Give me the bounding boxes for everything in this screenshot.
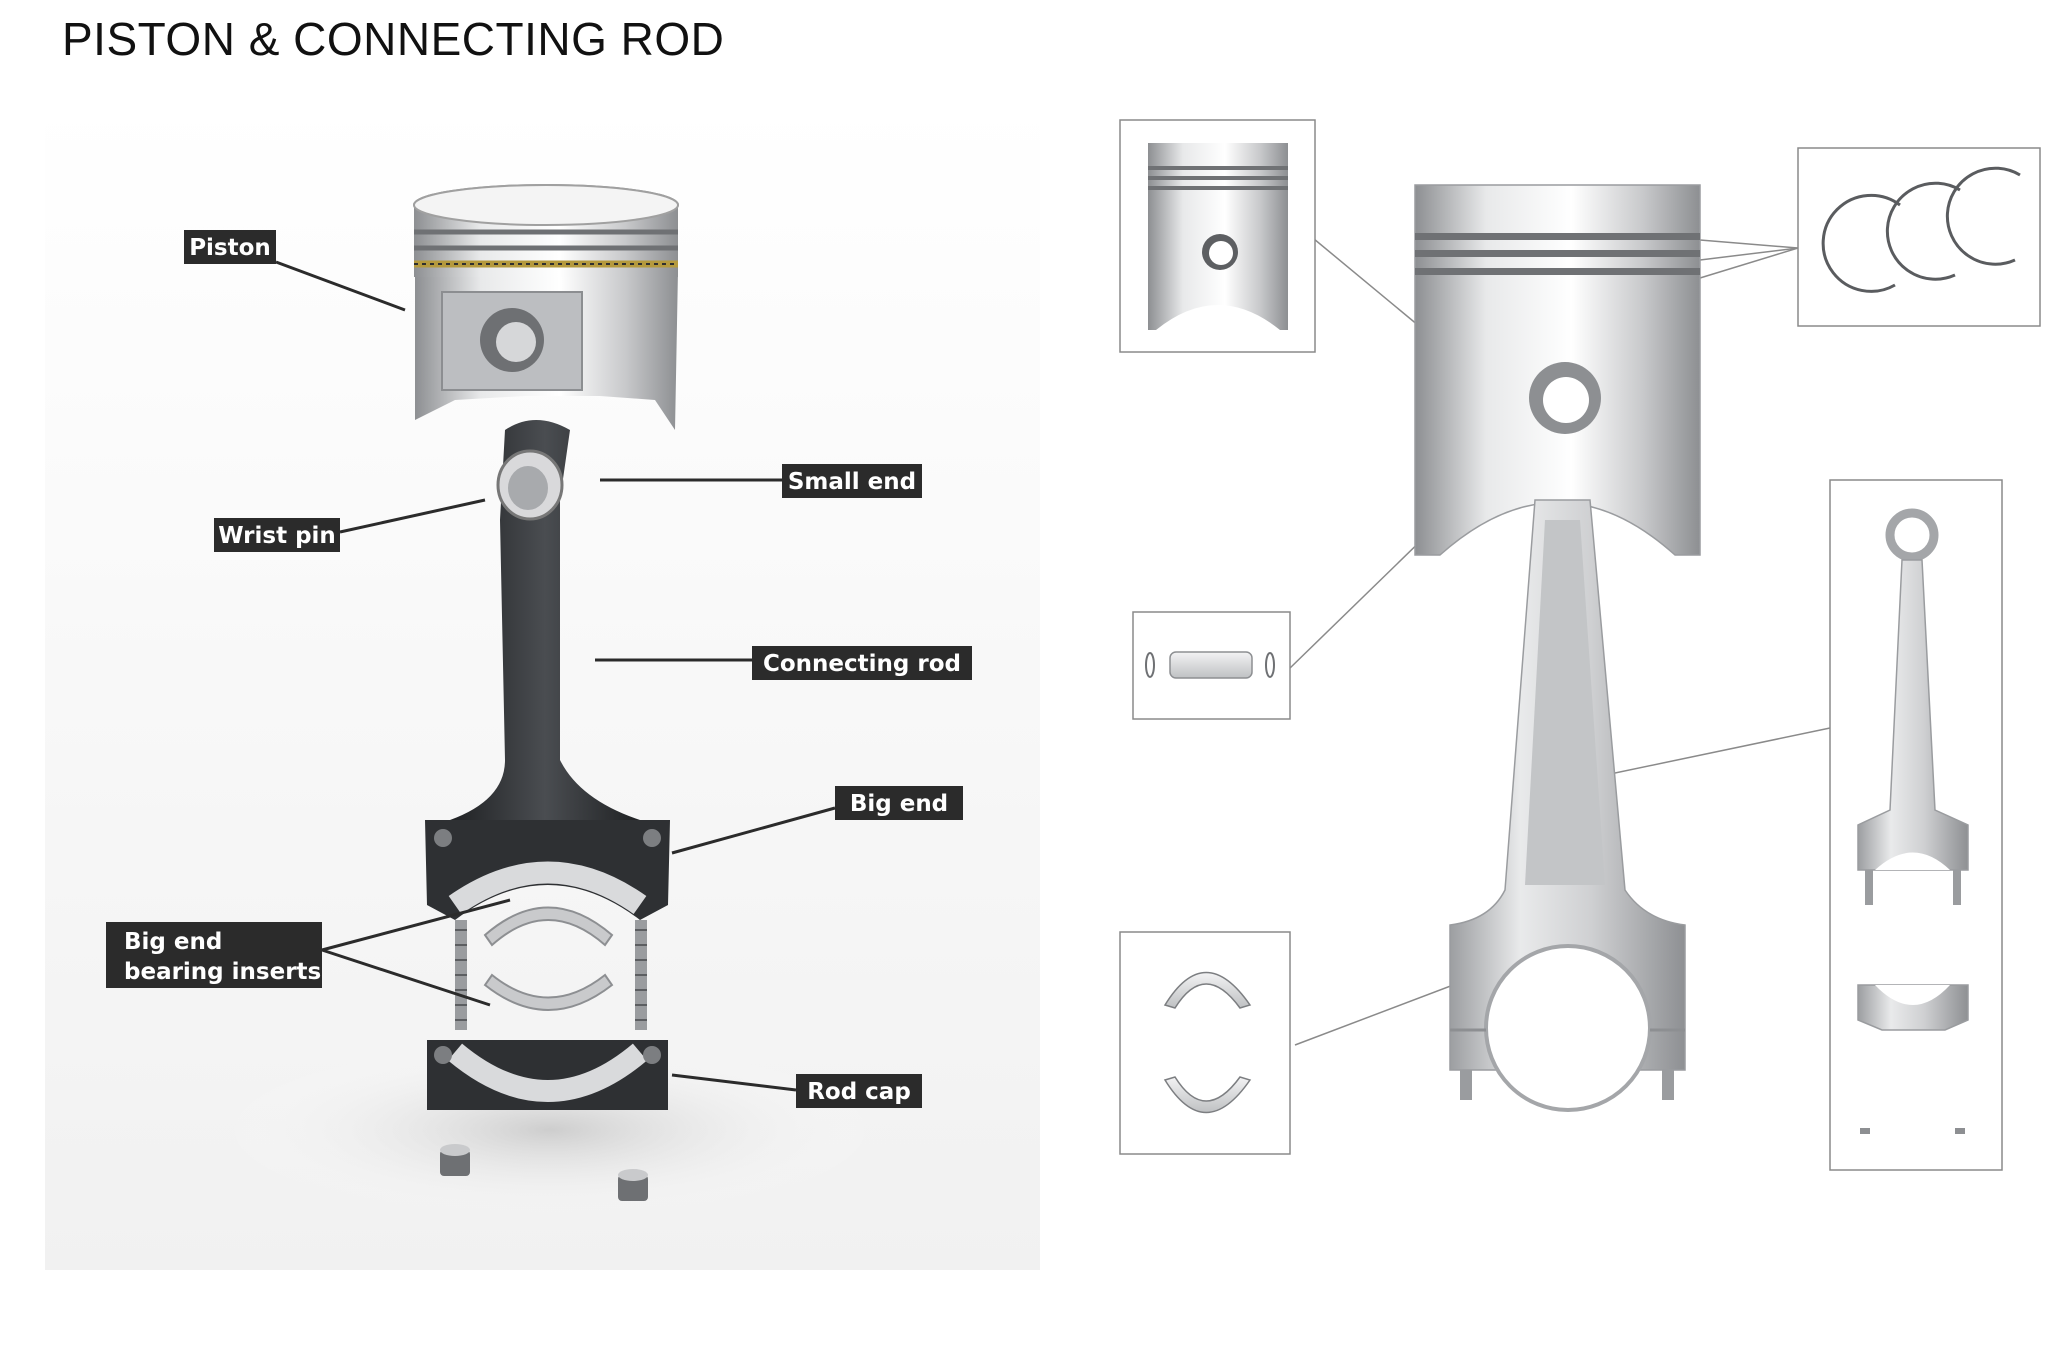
label-small-end-text: Small end — [788, 469, 916, 495]
left-exploded-diagram: Piston Wrist pin Small end Connecting ro… — [45, 100, 1040, 1270]
inset-wrist-pin — [1132, 611, 1291, 720]
label-big-end: Big end — [835, 786, 963, 820]
inset-piston — [1119, 119, 1316, 353]
label-bearing-inserts-line2: bearing inserts — [124, 959, 321, 985]
label-piston-text: Piston — [189, 235, 271, 261]
label-big-end-text: Big end — [850, 791, 948, 817]
inset-connecting-rod — [1829, 479, 2003, 1171]
connecting-rod-large — [1449, 499, 1686, 1112]
label-rod-cap: Rod cap — [796, 1074, 922, 1108]
label-connecting-rod: Connecting rod — [752, 646, 972, 680]
floor-shadow — [220, 1040, 880, 1220]
page-title: PISTON & CONNECTING ROD — [62, 13, 725, 65]
label-wrist-pin: Wrist pin — [214, 518, 340, 552]
connecting-rod-3d — [425, 420, 670, 1201]
label-wrist-pin-text: Wrist pin — [218, 523, 336, 549]
label-small-end: Small end — [782, 464, 922, 498]
label-connecting-rod-text: Connecting rod — [763, 651, 961, 677]
right-component-illustration — [1119, 119, 2041, 1171]
label-big-end-bearing-inserts: Big end bearing inserts — [106, 922, 322, 988]
piston-3d — [413, 184, 679, 430]
inset-piston-rings — [1797, 147, 2041, 327]
piston-large — [1414, 184, 1701, 556]
left-leader-lines — [275, 260, 836, 1092]
label-bearing-inserts-line1: Big end — [124, 929, 222, 955]
label-rod-cap-text: Rod cap — [807, 1079, 911, 1105]
inset-bearing-shells — [1119, 931, 1291, 1155]
label-piston: Piston — [184, 230, 276, 264]
